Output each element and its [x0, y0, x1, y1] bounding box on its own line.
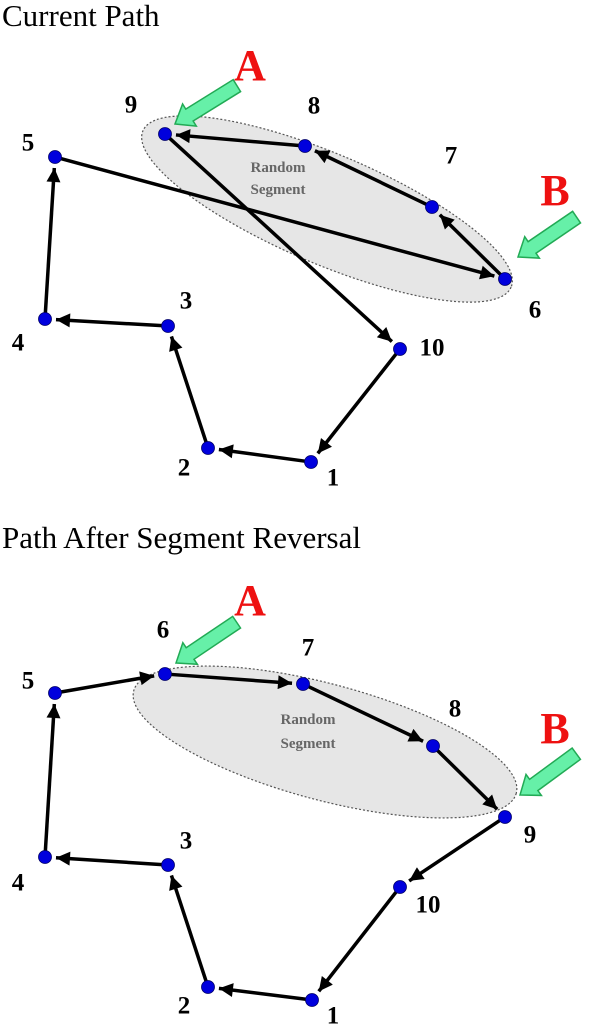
node-label-1: 1	[327, 465, 340, 492]
node-dot-10	[393, 342, 407, 356]
node-label-3: 3	[180, 828, 193, 855]
node-dot-8	[298, 139, 312, 153]
node-dot-8	[426, 739, 440, 753]
node-label-4: 4	[12, 870, 25, 897]
marker-b-label: B	[540, 704, 569, 753]
node-dot-5	[48, 686, 62, 700]
edge-9-to-10	[168, 136, 394, 343]
segment-label-line2: Segment	[251, 182, 306, 198]
edge-1-to-2	[218, 444, 306, 463]
edge-1-to-2	[218, 983, 307, 1001]
node-dot-7	[296, 677, 310, 691]
node-dot-9	[158, 127, 172, 141]
edge-5-to-6	[60, 671, 155, 694]
edge-10-to-1	[317, 890, 398, 993]
node-label-7: 7	[302, 635, 315, 662]
node-dot-10	[393, 880, 407, 894]
edge-9-to-10	[408, 818, 501, 883]
edge-3-to-4	[55, 851, 163, 867]
marker-b-label: B	[540, 166, 569, 215]
node-label-1: 1	[327, 1003, 340, 1027]
node-dot-2	[201, 441, 215, 455]
panel-title-current: Current Path	[2, 0, 160, 33]
node-label-10: 10	[420, 335, 445, 362]
edge-8-to-9	[436, 748, 499, 811]
marker-b-pointer-icon	[516, 210, 582, 260]
segment-label-line1: Random	[280, 712, 336, 728]
node-label-5: 5	[22, 130, 35, 157]
node-label-9: 9	[125, 92, 138, 119]
node-dot-4	[38, 312, 52, 326]
node-label-2: 2	[178, 455, 191, 482]
edge-3-to-4	[55, 313, 163, 328]
edge-4-to-5	[43, 703, 61, 852]
edge-7-to-8	[314, 149, 428, 206]
node-label-8: 8	[308, 93, 321, 120]
edge-8-to-9	[175, 129, 300, 148]
marker-b-pointer-icon	[519, 747, 582, 797]
edge-7-to-8	[307, 685, 424, 743]
node-dot-7	[425, 200, 439, 214]
node-label-7: 7	[445, 143, 458, 170]
node-label-5: 5	[22, 668, 35, 695]
edge-2-to-3	[169, 335, 208, 443]
node-label-4: 4	[12, 330, 25, 357]
node-label-6: 6	[529, 297, 542, 324]
segment-label-line2: Segment	[281, 736, 336, 752]
node-dot-1	[304, 455, 318, 469]
marker-a-label: A	[234, 576, 266, 625]
node-dot-4	[38, 850, 52, 864]
edge-2-to-3	[169, 874, 208, 982]
marker-a-label: A	[234, 41, 266, 90]
node-label-2: 2	[178, 993, 191, 1020]
node-label-10: 10	[416, 892, 441, 919]
node-label-6: 6	[157, 617, 170, 644]
edge-6-to-7	[438, 213, 502, 277]
node-dot-2	[201, 980, 215, 994]
panel-title-reversed: Path After Segment Reversal	[2, 520, 361, 555]
node-dot-1	[305, 993, 319, 1007]
node-label-9: 9	[524, 822, 537, 849]
edge-5-to-6	[60, 156, 495, 280]
node-dot-3	[161, 858, 175, 872]
node-dot-6	[158, 667, 172, 681]
node-label-8: 8	[449, 696, 462, 723]
segment-label-line1: Random	[250, 160, 306, 176]
node-dot-9	[498, 810, 512, 824]
marker-a-pointer-icon	[173, 78, 242, 127]
edge-4-to-5	[43, 167, 61, 314]
node-dot-6	[498, 272, 512, 286]
edge-6-to-7	[170, 672, 293, 690]
node-dot-3	[161, 319, 175, 333]
marker-a-pointer-icon	[174, 615, 242, 666]
segment-highlight	[132, 665, 518, 819]
node-label-3: 3	[180, 288, 193, 315]
node-dot-5	[48, 150, 62, 164]
edge-10-to-1	[316, 352, 398, 455]
